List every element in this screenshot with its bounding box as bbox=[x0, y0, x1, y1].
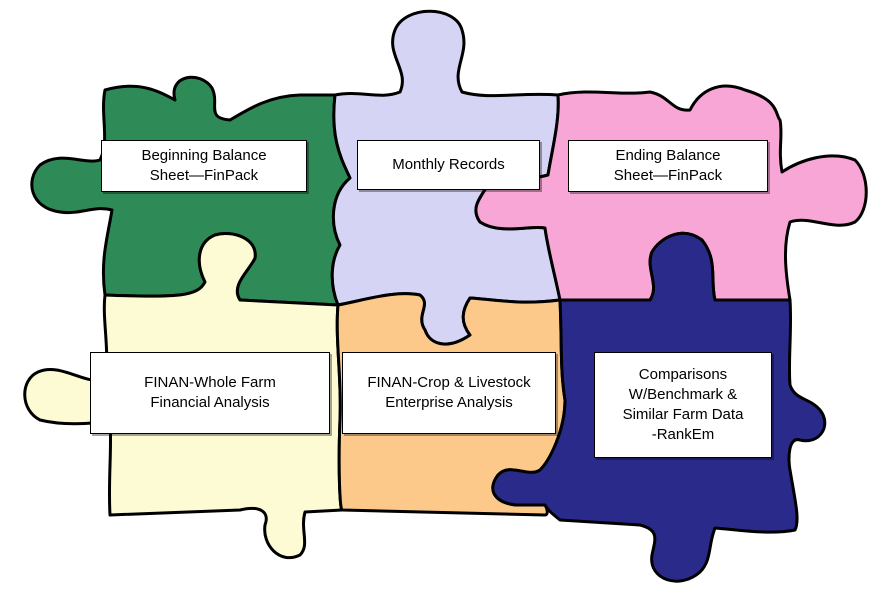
label-finan-crop-livestock: FINAN-Crop & Livestock Enterprise Analys… bbox=[342, 352, 556, 434]
puzzle-piece-ending-balance bbox=[474, 84, 868, 302]
label-ending-balance: Ending Balance Sheet—FinPack bbox=[568, 140, 768, 192]
label-beginning-balance: Beginning Balance Sheet—FinPack bbox=[101, 140, 307, 192]
label-finan-whole-farm: FINAN-Whole Farm Financial Analysis bbox=[90, 352, 330, 434]
label-comparisons: Comparisons W/Benchmark & Similar Farm D… bbox=[594, 352, 772, 458]
label-finan-whole-farm-text: FINAN-Whole Farm Financial Analysis bbox=[144, 374, 276, 411]
label-ending-balance-text: Ending Balance Sheet—FinPack bbox=[613, 147, 723, 184]
label-monthly-records: Monthly Records bbox=[357, 140, 540, 190]
label-beginning-balance-text: Beginning Balance Sheet—FinPack bbox=[141, 147, 267, 184]
label-comparisons-text: Comparisons W/Benchmark & Similar Farm D… bbox=[622, 366, 744, 443]
label-finan-crop-livestock-text: FINAN-Crop & Livestock Enterprise Analys… bbox=[367, 374, 531, 411]
label-monthly-records-text: Monthly Records bbox=[392, 156, 505, 173]
